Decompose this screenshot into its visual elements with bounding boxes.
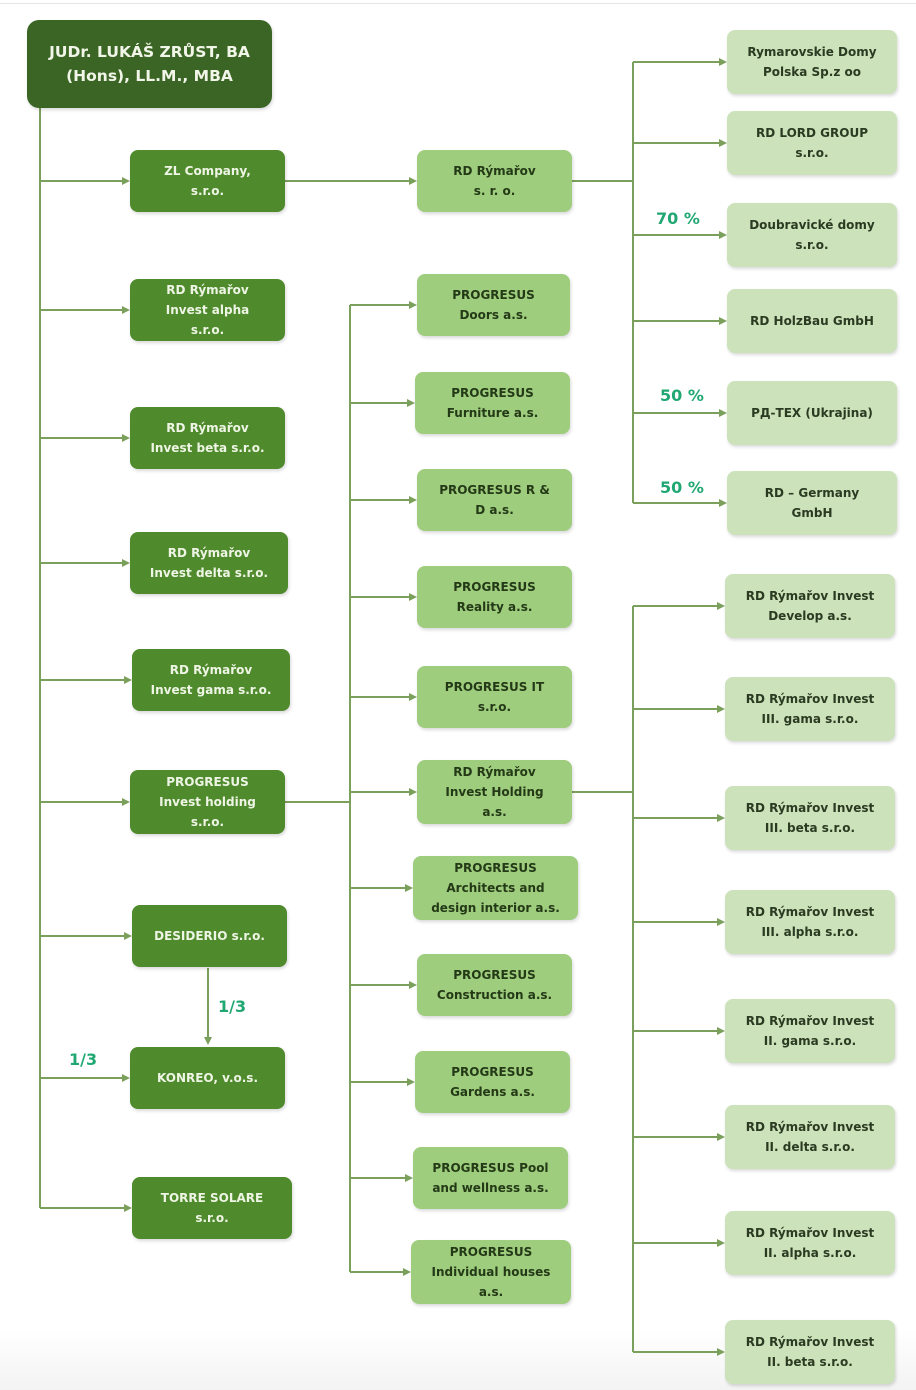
owner-box: JUDr. LUKÁŠ ZRŮST, BA (Hons), LL.M., MBA [27,20,272,108]
company-box-level1: KONREO, v.o.s. [130,1047,285,1109]
company-box-level2: PROGRESUS Gardens a.s. [415,1051,570,1113]
arrow-head-icon [717,814,725,822]
company-box-level2: PROGRESUS IT s.r.o. [417,666,572,728]
arrow-head-icon [719,58,727,66]
company-box-level1: ZL Company, s.r.o. [130,150,285,212]
company-box-subsidiary: RD Rýmařov Invest II. alpha s.r.o. [725,1211,895,1275]
company-box-level1: TORRE SOLARE s.r.o. [132,1177,292,1239]
arrow-head-icon [409,496,417,504]
arrow-head-icon [122,1074,130,1082]
company-box-subsidiary: RD HolzBau GmbH [727,289,897,353]
arrow-head-icon [719,231,727,239]
arrow-head-icon [717,918,725,926]
arrow-head-icon [409,301,417,309]
company-box-level2: PROGRESUS Furniture a.s. [415,372,570,434]
arrow-head-icon [122,177,130,185]
company-box-level1: PROGRESUS Invest holding s.r.o. [130,770,285,834]
arrow-head-icon [409,788,417,796]
arrow-head-icon [407,1078,415,1086]
arrow-head-icon [124,932,132,940]
arrow-head-icon [122,798,130,806]
company-box-level2: PROGRESUS Pool and wellness a.s. [413,1147,568,1209]
company-box-level2: PROGRESUS Reality a.s. [417,566,572,628]
company-box-subsidiary: RD Rýmařov Invest II. delta s.r.o. [725,1105,895,1169]
arrow-head-icon [124,1204,132,1212]
share-label-doubravicke: 70 % [656,209,700,228]
company-box-subsidiary: RD LORD GROUP s.r.o. [727,111,897,175]
share-label-rd-germany: 50 % [660,478,704,497]
arrow-head-icon [122,306,130,314]
company-box-level1: RD Rýmařov Invest gama s.r.o. [132,649,290,711]
arrow-head-icon [717,1348,725,1356]
share-label-desiderio-konreo: 1/3 [218,997,247,1016]
company-box-level1: RD Rýmařov Invest delta s.r.o. [130,532,288,594]
company-box-subsidiary: RD Rýmařov Invest II. gama s.r.o. [725,999,895,1063]
company-box-level2: PROGRESUS Architects and design interior… [413,856,578,920]
arrow-head-icon [409,177,417,185]
company-box-subsidiary: РД-ТЕХ (Ukrajina) [727,381,897,445]
company-box-subsidiary: Rymarovskie Domy Polska Sp.z oo [727,30,897,94]
company-box-level2: RD Rýmařov Invest Holding a.s. [417,760,572,824]
share-label-owner-konreo: 1/3 [69,1050,98,1069]
company-box-subsidiary: Doubravické domy s.r.o. [727,203,897,267]
company-box-level1: DESIDERIO s.r.o. [132,905,287,967]
arrow-head-icon [717,602,725,610]
company-box-subsidiary: RD Rýmařov Invest III. alpha s.r.o. [725,890,895,954]
arrow-head-icon [409,981,417,989]
arrow-head-icon [124,676,132,684]
arrow-head-icon [403,1268,411,1276]
arrow-head-icon [717,1239,725,1247]
arrow-head-icon [409,693,417,701]
company-box-level2: PROGRESUS R & D a.s. [417,469,572,531]
arrow-head-icon [122,559,130,567]
company-box-subsidiary: RD Rýmařov Invest Develop a.s. [725,574,895,638]
arrow-head-icon [204,1037,212,1045]
share-label-rd-tex: 50 % [660,386,704,405]
arrow-head-icon [405,1174,413,1182]
company-box-subsidiary: RD Rýmařov Invest III. beta s.r.o. [725,786,895,850]
arrow-head-icon [719,317,727,325]
arrow-head-icon [719,409,727,417]
company-box-level1: RD Rýmařov Invest alpha s.r.o. [130,279,285,341]
arrow-head-icon [717,1133,725,1141]
arrow-head-icon [719,139,727,147]
arrow-head-icon [407,399,415,407]
company-box-subsidiary: RD – Germany GmbH [727,471,897,535]
arrow-head-icon [122,434,130,442]
arrow-head-icon [409,593,417,601]
company-box-subsidiary: RD Rýmařov Invest II. beta s.r.o. [725,1320,895,1384]
company-box-rd-rymarov: RD Rýmařov s. r. o. [417,150,572,212]
divider [0,3,916,4]
company-box-level1: RD Rýmařov Invest beta s.r.o. [130,407,285,469]
company-box-level2: PROGRESUS Doors a.s. [417,274,570,336]
company-box-level2: PROGRESUS Individual houses a.s. [411,1240,571,1304]
company-box-subsidiary: RD Rýmařov Invest III. gama s.r.o. [725,677,895,741]
company-box-level2: PROGRESUS Construction a.s. [417,954,572,1016]
arrow-head-icon [405,884,413,892]
arrow-head-icon [717,705,725,713]
arrow-head-icon [717,1027,725,1035]
arrow-head-icon [719,499,727,507]
